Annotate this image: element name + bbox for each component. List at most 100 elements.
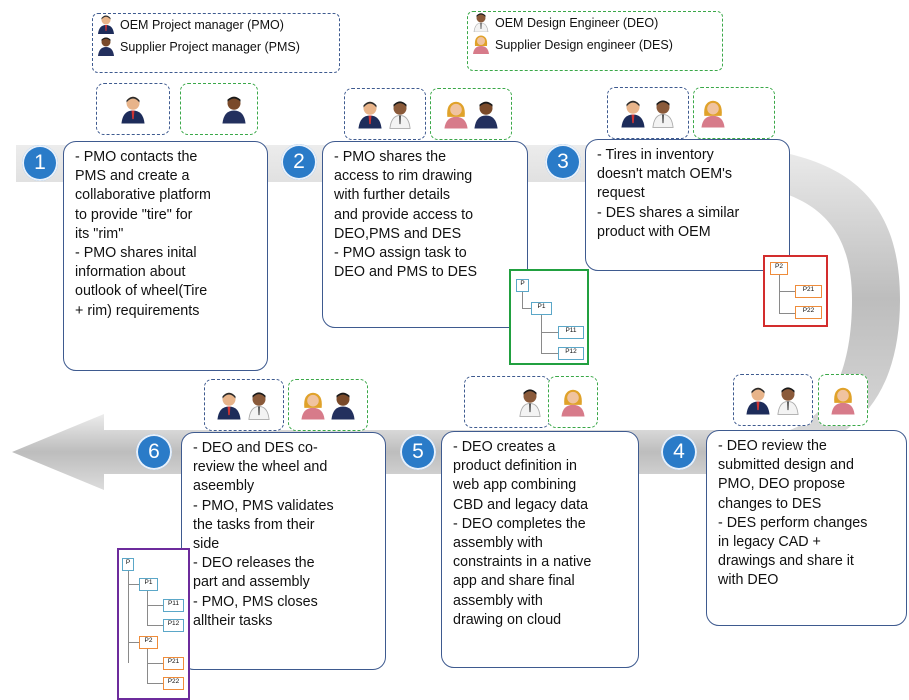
step-text-line: to provide "tire" for [75, 206, 193, 223]
des-person-icon [701, 100, 725, 128]
tree-node: P [122, 558, 134, 571]
step-text-line: + rim) requirements [75, 302, 200, 319]
step-text-line: and provide access to [334, 206, 474, 223]
step-text-line: drawing on cloud [453, 611, 562, 628]
step-text-line: request [597, 185, 645, 202]
step-text-line: side [193, 536, 220, 553]
step-text-line: - PMO shares inital [75, 245, 197, 262]
step-text-line: - DEO creates a [453, 439, 556, 455]
step-text-line: assembly with [453, 535, 543, 552]
step-4-card: - DEO review the submitted design and PM… [706, 430, 907, 626]
step-text-line: with DEO [718, 572, 779, 589]
step-text-line: - PMO, PMS validates [193, 497, 334, 514]
step-text-line: review the wheel and [193, 459, 328, 476]
tree-node: P22 [795, 306, 822, 319]
step-text-line: - Tires in inventory [597, 147, 714, 163]
step-3-number: 3 [545, 144, 581, 180]
oem-roles-box-step2 [344, 88, 426, 140]
step-1-number: 1 [22, 145, 58, 181]
tree-node: P1 [139, 578, 158, 591]
legend-oem-supplier-managers: OEM Project manager (PMO) Supplier Proje… [92, 13, 340, 73]
oem-roles-box-step1 [96, 83, 170, 135]
tree-node: P22 [163, 677, 184, 690]
step-text-line: in legacy CAD + [718, 534, 821, 551]
oem-roles-box-step4 [733, 374, 813, 426]
step-text-line: - PMO contacts the [75, 149, 198, 165]
tree-node: P2 [770, 262, 788, 275]
tree-node: P21 [795, 285, 822, 298]
product-tree-step2: P P1 P11 P12 [509, 269, 589, 365]
tree-node: P11 [558, 326, 584, 339]
step-6-number: 6 [136, 434, 172, 470]
step-text-line: DEO and PMS to DES [334, 264, 478, 281]
supplier-roles-box-step2 [430, 88, 512, 140]
oem-roles-box-step3 [607, 87, 689, 139]
deo-person-icon [777, 387, 799, 415]
step-text-line: PMS and create a [75, 168, 190, 185]
tree-node: P11 [163, 599, 184, 612]
des-person-icon [561, 389, 585, 417]
deo-person-icon [389, 101, 411, 129]
legend-label: Supplier Design engineer (DES) [495, 38, 673, 52]
step-text-line: - DEO releases the [193, 555, 315, 572]
step-2-number: 2 [281, 144, 317, 180]
pmo-person-icon [121, 96, 145, 124]
step-text-line: access to rim drawing [334, 168, 473, 185]
supplier-roles-box-step5 [548, 376, 598, 428]
pmo-person-icon [217, 392, 241, 420]
step-text-line: outlook of wheel(Tire [75, 283, 208, 300]
step-text-line: - PMO, PMS closes [193, 593, 318, 610]
deo-person-icon [472, 12, 495, 35]
step-text-line: constraints in a native [453, 554, 592, 571]
legend-item-pms: Supplier Project manager (PMS) [93, 36, 339, 58]
des-person-icon [472, 34, 495, 57]
legend-label: OEM Design Engineer (DEO) [495, 16, 659, 30]
step-3-card: - Tires in inventory doesn't match OEM's… [585, 139, 790, 271]
step-6-card: - DEO and DES co- review the wheel and a… [181, 432, 386, 670]
legend-design-engineers: OEM Design Engineer (DEO) Supplier Desig… [467, 11, 723, 71]
pmo-person-icon [97, 14, 120, 37]
des-person-icon [831, 387, 855, 415]
step-text-line: its "rim" [75, 225, 124, 242]
tree-node: P1 [531, 302, 552, 315]
step-text-line: - PMO assign task to [334, 245, 467, 262]
step-text-line: assembly with [453, 592, 543, 609]
pms-person-icon [331, 392, 355, 420]
step-text-line: web app combining [453, 477, 577, 494]
tree-node: P [516, 279, 529, 292]
step-text-line: alltheir tasks [193, 612, 273, 629]
legend-label: Supplier Project manager (PMS) [120, 40, 300, 54]
deo-person-icon [248, 392, 270, 420]
tree-node: P21 [163, 657, 184, 670]
step-text-line: drawings and share it [718, 553, 854, 570]
step-text-line: collaborative platform [75, 187, 211, 204]
step-text-line: information about [75, 264, 186, 281]
tree-node: P12 [163, 619, 184, 632]
oem-roles-box-step5 [464, 376, 550, 428]
step-text-line: submitted design and [718, 457, 854, 474]
product-tree-step6: P P1 P11 P12 P2 P21 P22 [117, 548, 190, 700]
step-text-line: product with OEM [597, 223, 711, 240]
legend-item-pmo: OEM Project manager (PMO) [93, 14, 339, 36]
step-text-line: - PMO shares the [334, 149, 447, 165]
step-text-line: app and share final [453, 573, 575, 590]
deo-person-icon [652, 100, 674, 128]
step-text-line: with further details [334, 187, 451, 204]
des-person-icon [301, 392, 325, 420]
step-5-card: - DEO creates a product definition in we… [441, 431, 639, 668]
tree-node: P12 [558, 347, 584, 360]
step-text-line: - DEO and DES co- [193, 440, 318, 456]
pmo-person-icon [358, 101, 382, 129]
product-tree-step3: P2 P21 P22 [763, 255, 828, 327]
deo-person-icon [519, 389, 541, 417]
oem-roles-box-step6 [204, 379, 284, 431]
step-5-number: 5 [400, 434, 436, 470]
step-text-line: - DES perform changes [718, 514, 868, 531]
step-text-line: - DEO review the [718, 438, 827, 454]
legend-item-deo: OEM Design Engineer (DEO) [468, 12, 722, 34]
pmo-person-icon [746, 387, 770, 415]
step-4-number: 4 [661, 434, 697, 470]
step-text-line: product definition in [453, 458, 577, 475]
legend-label: OEM Project manager (PMO) [120, 18, 284, 32]
step-text-line: PMO, DEO propose [718, 476, 846, 493]
